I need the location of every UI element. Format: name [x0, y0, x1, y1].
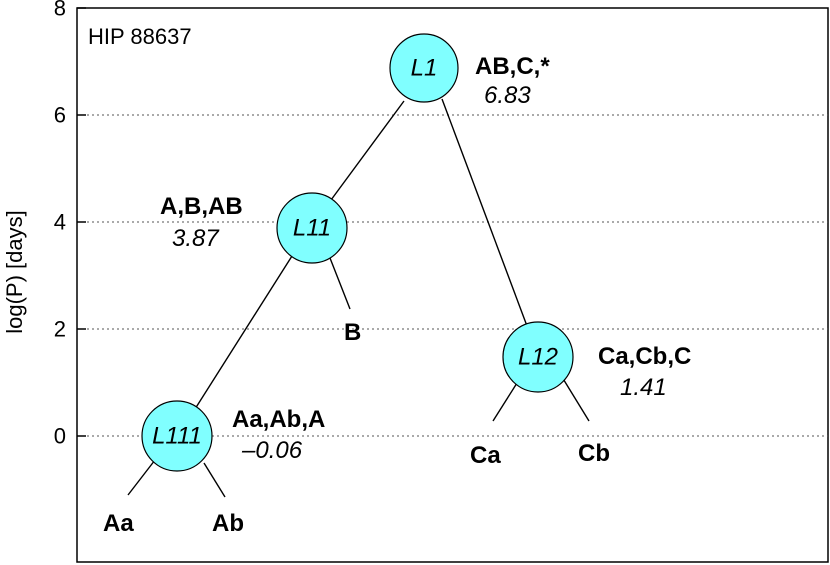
y-axis-label: log(P) [days]: [2, 210, 27, 334]
node-l1: L1: [389, 33, 459, 103]
tree-nodes: L1 L11 L12 L111: [141, 33, 574, 472]
edge-l12-ca: [492, 382, 518, 422]
value-l11: 3.87: [172, 225, 220, 252]
value-l1: 6.83: [484, 82, 531, 109]
leaf-cb: Cb: [578, 440, 610, 467]
value-l111: –0.06: [241, 437, 303, 464]
node-circle-l1: [389, 33, 459, 103]
info-l111: Aa,Ab,A: [232, 406, 325, 433]
node-l111: L111: [141, 400, 213, 472]
edge-l12-cb: [561, 376, 590, 422]
leaf-b: B: [344, 319, 361, 346]
edge-l1-l12: [441, 98, 528, 327]
info-l11: A,B,AB: [160, 193, 243, 220]
tick-label-4: 4: [54, 210, 66, 235]
edge-l111-ab: [203, 462, 226, 498]
node-circle-l11: [276, 192, 348, 264]
tick-label-2: 2: [54, 317, 66, 342]
diagram-title: HIP 88637: [88, 24, 192, 49]
y-ticks: 0 2 4 6 8: [54, 0, 86, 449]
node-l11: L11: [276, 192, 348, 264]
gridlines: [77, 114, 828, 437]
tick-label-0: 0: [54, 424, 66, 449]
node-l12: L12: [502, 321, 574, 393]
node-label-l12: L12: [518, 344, 558, 371]
node-circle-l111: [141, 400, 213, 472]
node-annotations: AB,C,* 6.83 A,B,AB 3.87 Ca,Cb,C 1.41 Aa,…: [160, 53, 691, 464]
edge-l111-aa: [127, 459, 156, 496]
edge-l1-l11: [330, 100, 405, 201]
edge-l11-b: [329, 257, 351, 310]
node-label-l11: L11: [293, 215, 331, 242]
plot-frame: [76, 7, 829, 563]
value-l12: 1.41: [620, 374, 667, 401]
info-l12: Ca,Cb,C: [598, 343, 691, 370]
node-circle-l12: [502, 321, 574, 393]
node-label-l111: L111: [152, 423, 202, 450]
edge-l11-l111: [194, 255, 293, 410]
leaf-labels: Aa Ab B Ca Cb: [103, 319, 610, 537]
leaf-aa: Aa: [103, 510, 134, 537]
tick-label-6: 6: [54, 103, 66, 128]
tree-edges: [127, 98, 590, 498]
tick-label-8: 8: [54, 0, 66, 21]
leaf-ca: Ca: [470, 442, 501, 469]
info-l1: AB,C,*: [475, 53, 550, 80]
leaf-ab: Ab: [212, 510, 244, 537]
node-label-l1: L1: [411, 55, 438, 82]
